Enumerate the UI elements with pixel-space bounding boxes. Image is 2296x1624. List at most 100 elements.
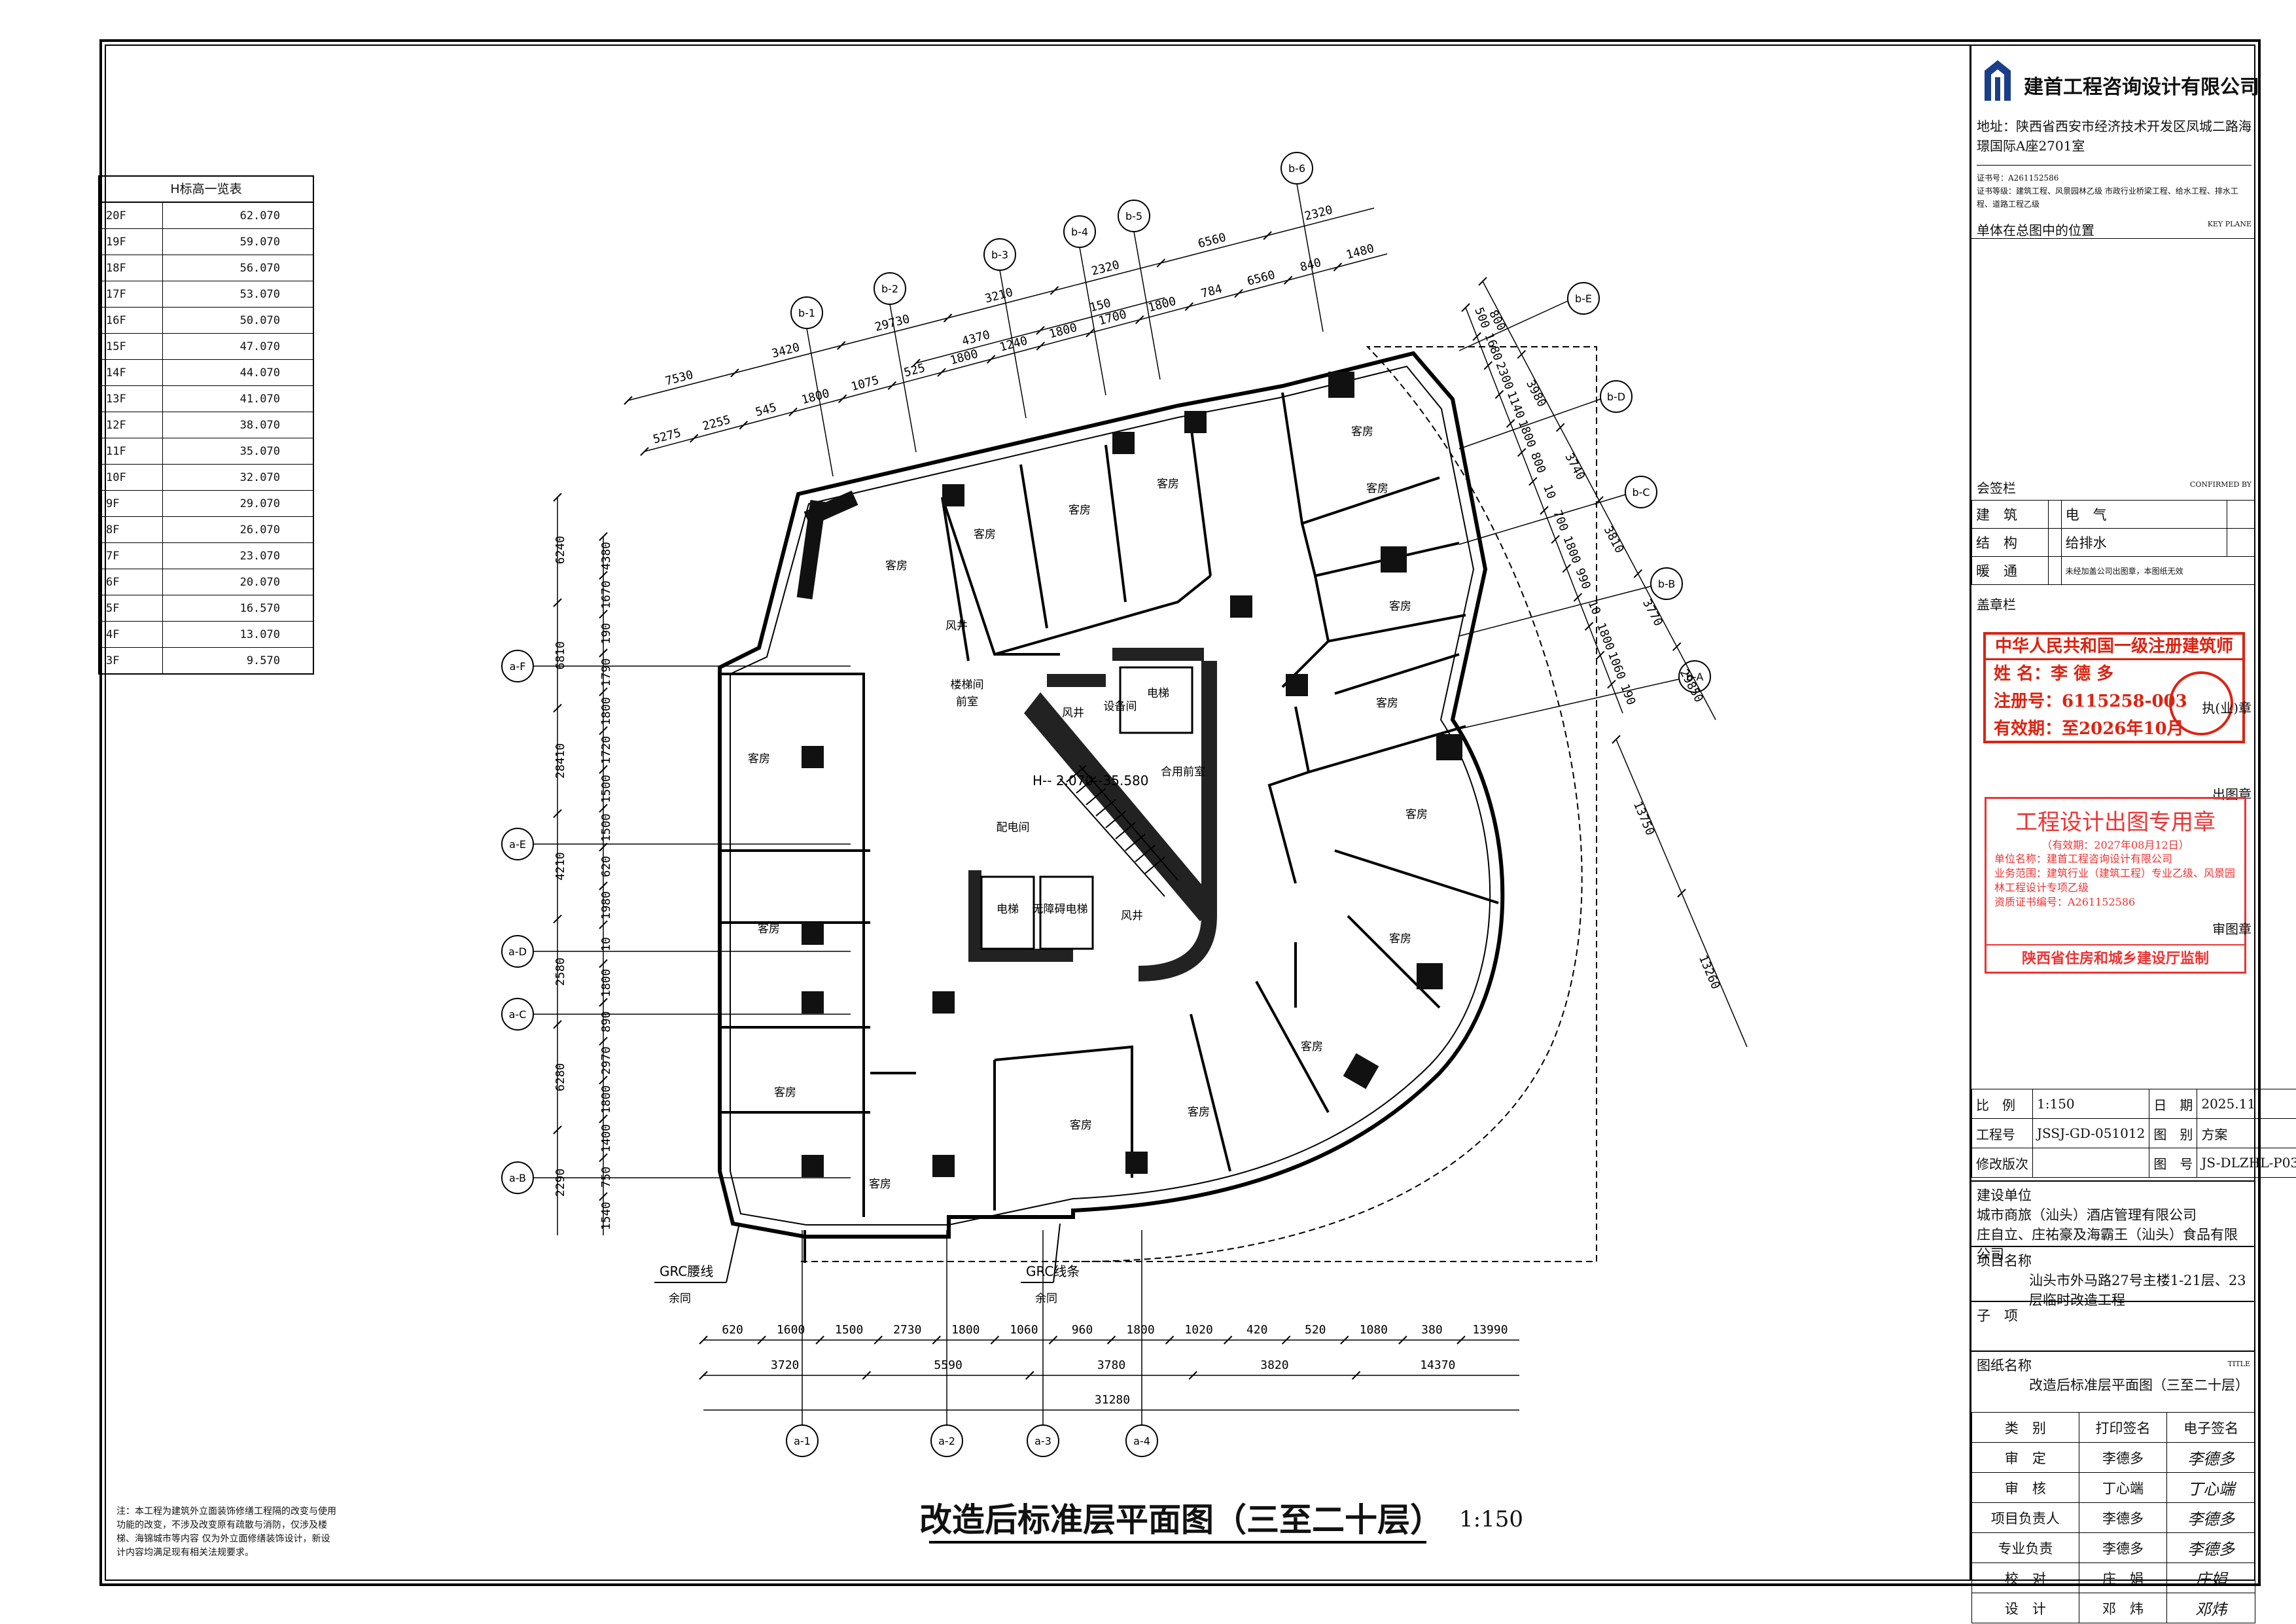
dimension-tick	[599, 803, 608, 813]
dimension-value: 14370	[1420, 1358, 1455, 1372]
info-value: 2025.11	[2197, 1089, 2296, 1119]
dimension-tick	[553, 1020, 562, 1029]
seal-valid-label: 有效期：	[1994, 719, 2062, 739]
sign-section-title-en: CONFIRMED BY	[2189, 480, 2252, 489]
axis-bubble	[1063, 215, 1096, 248]
client-2: 庄自立、庄祐豪及海霸王（汕头）食品有限公司	[1977, 1227, 2238, 1262]
sign-cell	[2047, 500, 2062, 529]
dimension-total: 31280	[1095, 1393, 1130, 1407]
elevation-floor: 19F	[98, 228, 164, 255]
elevation-floor: 9F	[98, 490, 164, 517]
dimension-value: 1790	[599, 658, 613, 686]
dimension-tick	[599, 1114, 608, 1123]
elevation-value: 29.070	[162, 490, 314, 517]
dimension-value: 10	[1585, 599, 1603, 617]
info-key: 修改版次	[1971, 1148, 2033, 1178]
dimension-tick	[1483, 361, 1492, 370]
elevation-value: 16.570	[162, 595, 314, 622]
dimension-tick	[599, 648, 608, 658]
room-label-fire_shaft: 风井	[1121, 909, 1143, 923]
dimension-value: 3810	[1601, 524, 1627, 556]
dimension-tick	[1050, 286, 1059, 295]
info-key: 日 期	[2149, 1089, 2198, 1119]
keyplan-label: 单体在总图中的位置	[1977, 222, 2094, 238]
room-label-guest: 客房	[1070, 1119, 1092, 1132]
elevation-floor: 11F	[98, 438, 164, 465]
seal2-footer: 陕西省住房和城乡建设厅监制	[1987, 944, 2244, 972]
grc-label-1-same: 余同	[669, 1292, 691, 1305]
dimension-tick	[553, 809, 562, 819]
staff-sig: 邓炜	[2166, 1593, 2255, 1623]
elevation-floor: 10F	[98, 464, 164, 491]
seal-reg: 6115258-003	[2062, 692, 2187, 711]
dimension-tick	[689, 434, 699, 443]
dimension-tick	[1584, 622, 1594, 631]
dimension-tick	[788, 407, 798, 417]
dimension-value: 5590	[934, 1358, 962, 1372]
company-address: 地址：陕西省西安市经济技术开发区凤城二路海璟国际A座2701室	[1977, 116, 2252, 166]
info-value: 方案	[2197, 1118, 2296, 1148]
elevation-floor: 16F	[98, 307, 164, 334]
dimension-value: 890	[599, 1011, 613, 1033]
core-wall-top	[1047, 648, 1204, 687]
dimension-value: 190	[599, 623, 613, 644]
dimension-value: 1500	[599, 813, 613, 841]
elevation-value: 35.070	[162, 438, 314, 465]
room-label-guest: 客房	[774, 1086, 796, 1099]
dimension-value: 1980	[599, 891, 613, 919]
staff-role: 审 定	[1971, 1442, 2079, 1473]
dimension-tick	[699, 1335, 708, 1345]
staff-row: 设 计邓 炜邓炜	[1971, 1593, 2255, 1623]
dimension-value: 2290	[554, 1169, 567, 1197]
staff-row: 审 核丁心端丁心端	[1971, 1472, 2255, 1503]
axis-bubble	[1567, 282, 1600, 315]
room-label-guest: 客房	[1389, 932, 1411, 945]
axis-bubble	[1650, 567, 1683, 600]
dimension-value: 3720	[771, 1358, 799, 1372]
room-label-guest: 客房	[1405, 808, 1428, 821]
dimension-value: 2320	[1303, 203, 1334, 223]
dimension-value: 420	[1246, 1323, 1268, 1337]
staff-header: 打印签名	[2078, 1412, 2168, 1443]
columns[interactable]	[796, 372, 1462, 1177]
axis-line	[1133, 231, 1161, 380]
room-label-shared_lobby: 合用前室	[1161, 766, 1205, 779]
dimension-value: 1480	[1345, 241, 1375, 262]
room-label-elevator: 电梯	[997, 903, 1019, 916]
grc-label-2: GRC线条	[1026, 1263, 1080, 1279]
staff-name: 李德多	[2078, 1532, 2168, 1563]
dimension-tick	[599, 1036, 608, 1046]
sign-role: 给排水	[2060, 528, 2227, 557]
dimension-tick	[1517, 448, 1527, 457]
dimension-value: 1240	[998, 334, 1029, 354]
info-value	[2032, 1148, 2150, 1178]
axis-label: a-E	[509, 838, 526, 851]
core-wall-diagonal	[1024, 692, 1217, 921]
dimension-tick	[1562, 563, 1571, 573]
dimension-value: 1500	[599, 775, 613, 803]
keyplan-box	[1971, 238, 2255, 474]
grc-label-2-same: 余同	[1035, 1292, 1057, 1305]
dimension-tick	[1086, 328, 1095, 338]
axis-line	[1296, 183, 1324, 332]
dimension-value: 6560	[1246, 268, 1277, 289]
elevation-floor: 20F	[98, 202, 164, 229]
dimension-tick	[1612, 735, 1621, 744]
dimension-value: 990	[1573, 566, 1593, 591]
floor-plan: 客房客房客房客房客房客房客房客房客房客房客房客房客房客房客房客房客房风井楼梯间前…	[501, 152, 1748, 1457]
dimension-value: 1800	[599, 1086, 613, 1114]
axis-label: a-4	[1133, 1435, 1150, 1447]
axis-label: b-2	[881, 283, 898, 295]
elevation-value: 50.070	[162, 307, 314, 334]
dimension-value: 3770	[1640, 597, 1665, 628]
dimension-tick	[986, 355, 996, 364]
dimension-value: 7530	[663, 368, 694, 388]
dimension-tick	[1036, 342, 1046, 351]
axis-bubble	[501, 650, 534, 682]
elevation-value: 44.070	[162, 359, 314, 386]
room-label-guest: 客房	[1389, 600, 1411, 613]
sign-role: 建 筑	[1971, 500, 2049, 529]
dimension-value: 2255	[701, 413, 732, 433]
room-label-fire_shaft: 风井	[1062, 707, 1084, 720]
